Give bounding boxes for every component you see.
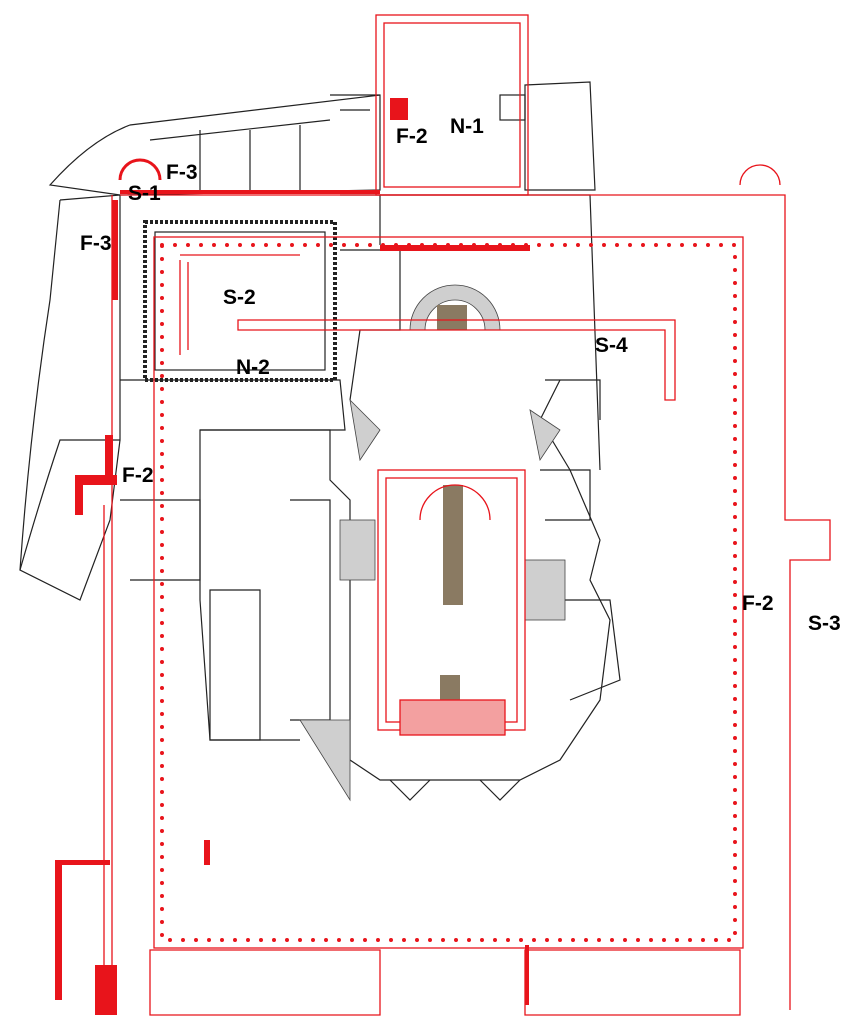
- label-f3-west: F-3: [80, 232, 112, 255]
- shaded-structures: [299, 284, 566, 802]
- label-s4: S-4: [595, 334, 628, 357]
- label-s1: S-1: [128, 182, 161, 205]
- label-f3-north: F-3: [166, 161, 198, 184]
- label-s3: S-3: [808, 612, 841, 635]
- label-s2: S-2: [223, 286, 256, 309]
- label-f2-west: F-2: [122, 464, 154, 487]
- label-n2: N-2: [236, 356, 270, 379]
- label-f2-east: F-2: [742, 592, 774, 615]
- label-n1: N-1: [450, 115, 484, 138]
- label-f2-north: F-2: [396, 125, 428, 148]
- excavation-phases: [103, 14, 831, 1016]
- mosaic-floors: [437, 305, 467, 705]
- red-solid-walls: [55, 98, 530, 1015]
